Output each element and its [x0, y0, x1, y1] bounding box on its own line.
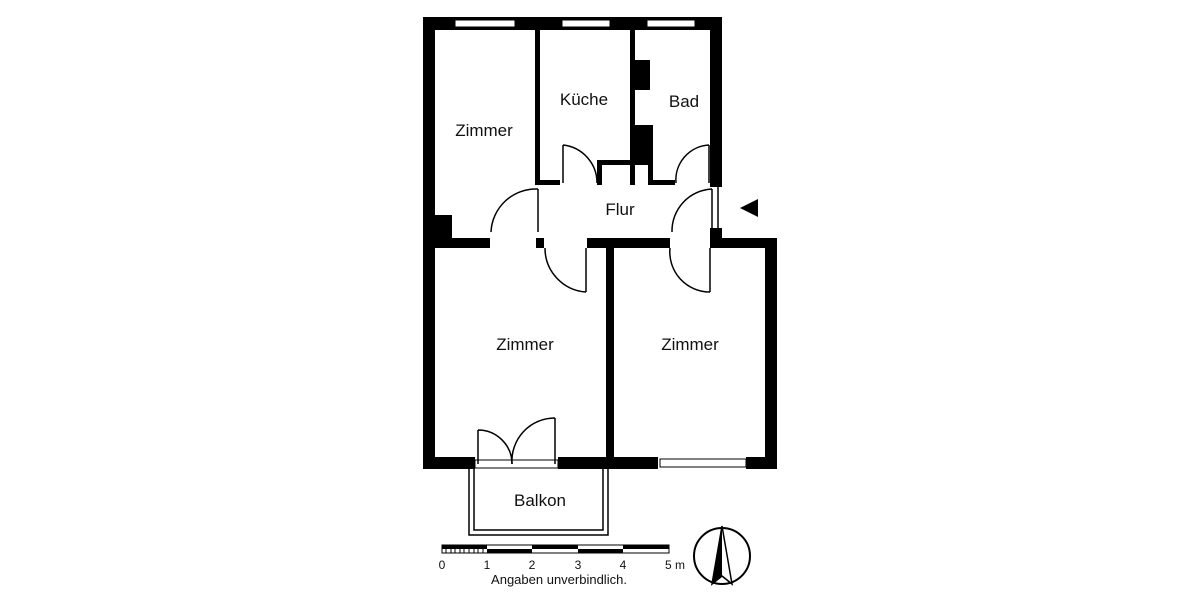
- window-zimmer-top: [454, 19, 516, 28]
- label-zimmer-top-left: Zimmer: [455, 121, 513, 140]
- label-zimmer-bottom-right: Zimmer: [661, 335, 719, 354]
- window-bad: [646, 19, 696, 28]
- window-zimmer-right: [659, 458, 747, 468]
- scale-tick-labels: 0 1 2 3 4 5 m: [439, 558, 685, 572]
- balcony-door-right: [511, 417, 556, 465]
- label-flur: Flur: [605, 200, 635, 219]
- north-arrow-icon: [693, 525, 751, 586]
- balcony-door-left: [477, 429, 513, 465]
- balcony: [468, 469, 609, 536]
- balcony-door-frame: [474, 459, 559, 469]
- scale-bar: [441, 544, 670, 554]
- scale-tick-0: 0: [439, 558, 446, 572]
- disclaimer-note: Angaben unverbindlich.: [491, 572, 627, 587]
- entrance-arrow-icon: [740, 199, 758, 217]
- scale-tick-4: 4: [620, 558, 627, 572]
- door-zimmer-bottom-left: [544, 247, 587, 293]
- door-bad: [675, 144, 710, 184]
- windows: [454, 19, 747, 469]
- label-bad: Bad: [669, 92, 699, 111]
- scale-tick-2: 2: [529, 558, 536, 572]
- window-kueche: [561, 19, 611, 28]
- label-balkon: Balkon: [514, 491, 566, 510]
- interior-walls: [435, 30, 715, 459]
- scale-tick-1: 1: [484, 558, 491, 572]
- door-kueche: [562, 144, 598, 184]
- scale-tick-5: 5 m: [665, 558, 685, 572]
- door-zimmer-bottom-right: [669, 247, 711, 293]
- label-kueche: Küche: [560, 90, 608, 109]
- door-swings: [477, 144, 713, 465]
- scale-tick-3: 3: [575, 558, 582, 572]
- door-entrance: [671, 188, 713, 233]
- door-zimmer-top-left: [490, 188, 539, 233]
- label-zimmer-bottom-left: Zimmer: [496, 335, 554, 354]
